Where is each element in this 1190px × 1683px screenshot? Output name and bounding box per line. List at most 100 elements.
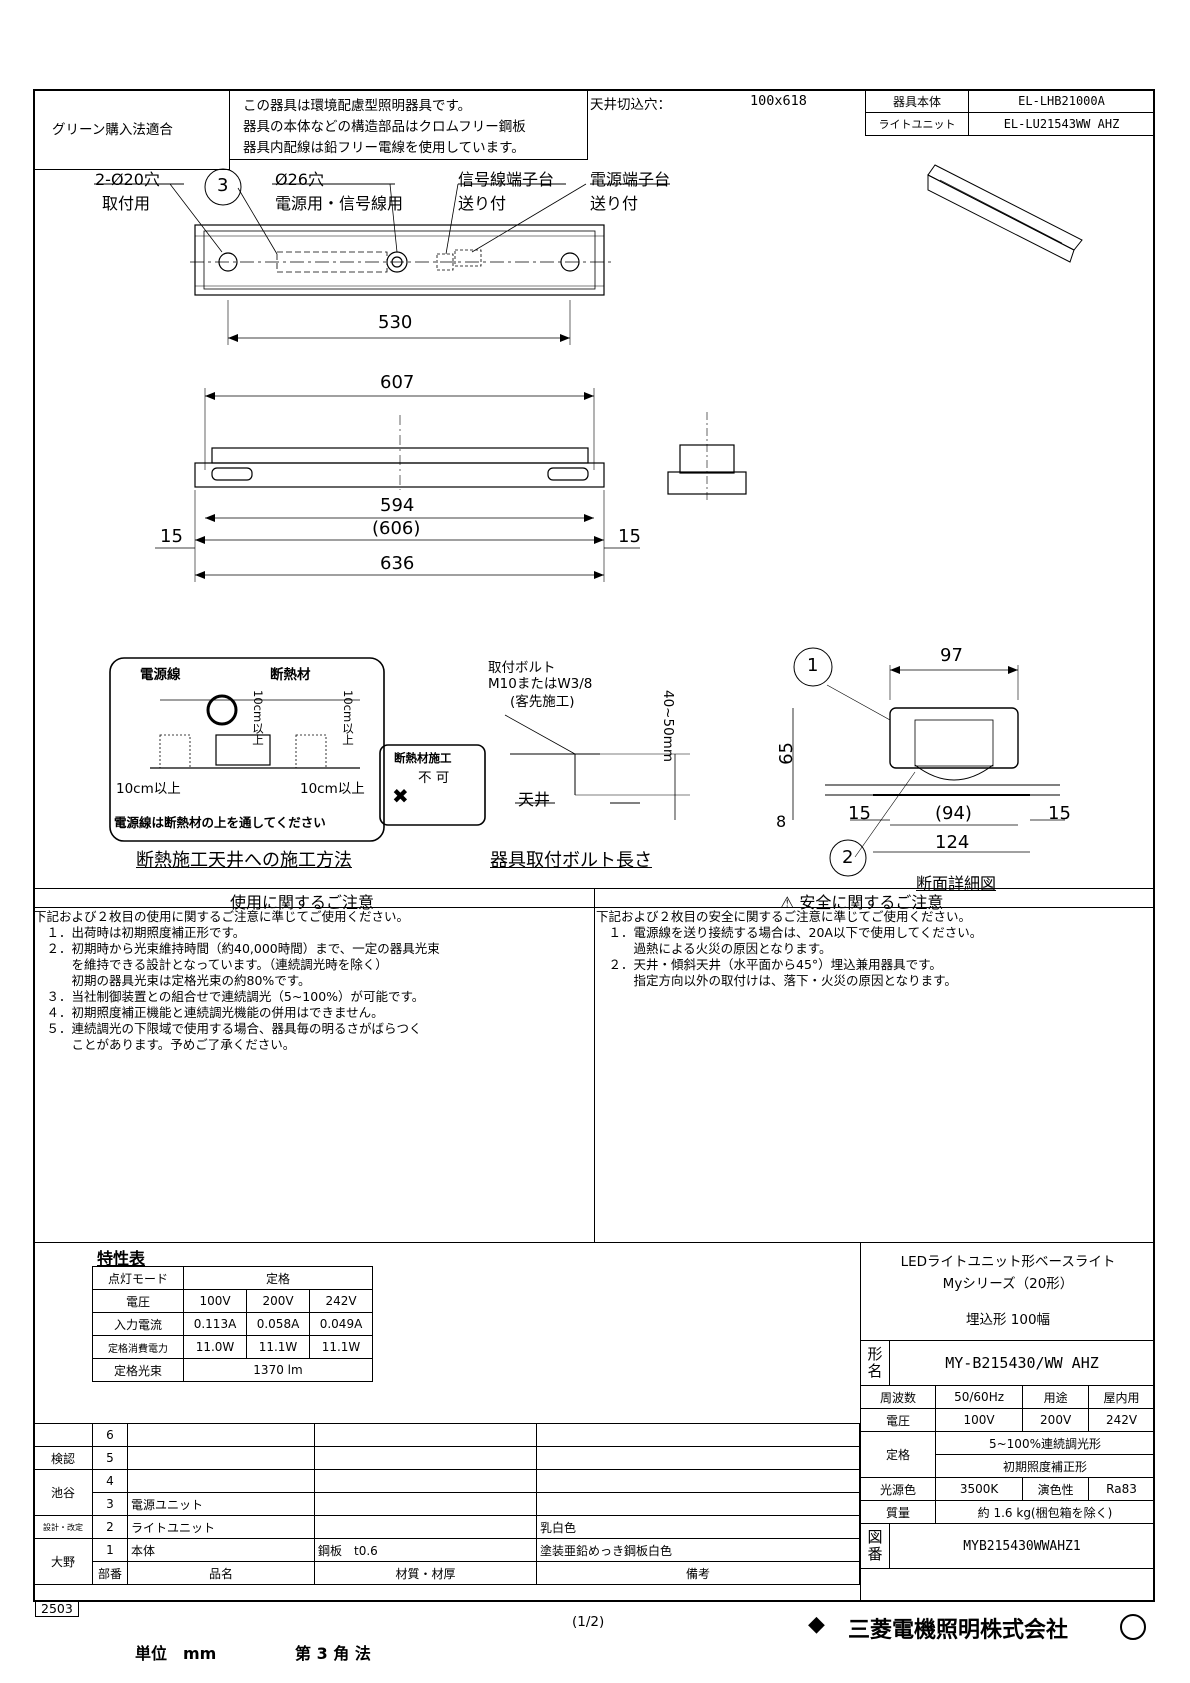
divider <box>33 1242 1155 1243</box>
sec-124: 124 <box>935 832 970 853</box>
dim-594: 594 <box>380 495 415 516</box>
dim-607: 607 <box>380 372 415 393</box>
spec-volt: 100V <box>183 1289 247 1313</box>
spec-current-label: 入力電流 <box>92 1312 184 1336</box>
sec-65: 65 <box>776 742 797 765</box>
hole26-label: Ø26穴 <box>275 170 324 189</box>
bolt-spec: M10またはW3/8 <box>488 676 593 692</box>
eco-cell <box>229 89 588 160</box>
green-purchase-label: グリーン購入法適合 <box>52 122 173 138</box>
safety-line: １．電源線を送り接続する場合は、20A以下で使用してください。 <box>596 925 983 940</box>
hole-right <box>560 252 580 272</box>
spec-power: 11.1W <box>246 1335 310 1359</box>
head-material: 材質・材厚 <box>314 1561 537 1585</box>
part-name <box>127 1469 315 1493</box>
insul-10cm-v1: 10cm以上 <box>251 690 265 746</box>
parts-left-cell <box>33 1423 93 1447</box>
power-terminal-sub: 送り付 <box>590 194 639 213</box>
part-material: 鋼板 t0.6 <box>314 1538 537 1562</box>
usage-line: ３．当社制御装置との組合せで連続調光（5~100%）が可能です。 <box>34 989 425 1004</box>
volt-value: 242V <box>1088 1408 1155 1432</box>
design-label: 設計・改定 <box>33 1515 93 1539</box>
dim-15-left: 15 <box>160 526 183 547</box>
approval-label: 検認 <box>33 1446 93 1470</box>
part-name <box>127 1446 315 1470</box>
usage-line: 初期の器具光束は定格光束の約80%です。 <box>34 973 311 988</box>
spec-power-label: 定格消費電力 <box>92 1335 184 1359</box>
part-no: 2 <box>92 1515 128 1539</box>
insul-power-line: 電源線 <box>140 667 181 683</box>
hole26-use: 電源用・信号線用 <box>275 194 404 213</box>
ceiling-cutout-value: 100x618 <box>750 93 807 109</box>
spec-mode-label: 点灯モード <box>92 1266 184 1290</box>
insul-ng-title: 断熱材施工 <box>394 751 452 765</box>
green-cell <box>33 89 230 170</box>
product-line3: 埋込形 100幅 <box>965 1312 1051 1328</box>
technical-drawing <box>94 164 1083 877</box>
part-note <box>536 1469 860 1493</box>
safety-line: 指定方向以外の取付けは、落下・火災の原因となります。 <box>596 973 957 988</box>
stamp-circle-icon <box>1120 1614 1146 1640</box>
spec-current: 0.058A <box>246 1312 310 1336</box>
model-label: 形名 <box>860 1340 890 1386</box>
spec-volt: 242V <box>309 1289 373 1313</box>
head-name: 品名 <box>127 1561 315 1585</box>
product-line1: LEDライトユニット形ベースライト <box>900 1254 1116 1270</box>
part-no: 1 <box>92 1538 128 1562</box>
checker-name: 池谷 <box>33 1469 93 1516</box>
dim-15-right: 15 <box>618 526 641 547</box>
circle3-label: 3 <box>217 175 229 196</box>
hole20-label: 2-Ø20穴 <box>95 170 160 189</box>
part-no: 5 <box>92 1446 128 1470</box>
part-material <box>314 1492 537 1516</box>
spec-title: 特性表 <box>97 1249 146 1268</box>
part-note: 塗装亜鉛めっき鋼板白色 <box>536 1538 860 1562</box>
weight-label: 質量 <box>860 1500 936 1524</box>
part-name <box>127 1423 315 1447</box>
dim-636: 636 <box>380 553 415 574</box>
freq-label: 周波数 <box>860 1385 936 1409</box>
drawing-no-label: 図番 <box>860 1523 890 1569</box>
spec-volt: 200V <box>246 1289 310 1313</box>
part-name: ライトユニット <box>127 1515 315 1539</box>
usage-line: ４．初期照度補正機能と連続調光機能の併用はできません。 <box>34 1005 384 1020</box>
hole20-use: 取付用 <box>102 194 151 213</box>
insul-10cm-h2: 10cm以上 <box>300 781 365 797</box>
part-no: 4 <box>92 1469 128 1493</box>
eco-notes: この器具は環境配慮型照明器具です。 器具の本体などの構造部品はクロムフリー鋼板 … <box>243 96 526 159</box>
product-line2: Myシリーズ（20形） <box>942 1276 1074 1292</box>
unit-label: ライトユニット <box>865 112 969 136</box>
cri-label: 演色性 <box>1022 1477 1090 1501</box>
eco-note: 器具内配線は鉛フリー電線を使用しています。 <box>243 140 525 156</box>
drawing-frame <box>33 89 1155 1602</box>
part-note: 乳白色 <box>536 1515 860 1539</box>
ceiling-label: 天井 <box>518 790 551 809</box>
rating-label: 定格 <box>860 1431 936 1478</box>
sec-15-right: 15 <box>1048 803 1071 824</box>
unit-value: EL-LU21543WW AHZ <box>968 112 1155 136</box>
bolt-customer: (客先施工) <box>510 694 575 710</box>
spec-current: 0.113A <box>183 1312 247 1336</box>
model-value: MY-B215430/WW AHZ <box>889 1340 1155 1386</box>
spec-power: 11.1W <box>309 1335 373 1359</box>
part-name: 電源ユニット <box>127 1492 315 1516</box>
eco-note: この器具は環境配慮型照明器具です。 <box>243 98 472 114</box>
color-value: 3500K <box>934 1477 1024 1501</box>
insul-10cm-v2: 10cm以上 <box>341 690 355 746</box>
insul-ng: 不 可 <box>418 770 450 786</box>
rating-2: 初期照度補正形 <box>934 1454 1156 1478</box>
part-note <box>536 1423 860 1447</box>
page-number: (1/2) <box>572 1614 605 1630</box>
safety-line: 過熱による火災の原因となります。 <box>596 941 832 956</box>
revision-code: 2503 <box>35 1600 79 1617</box>
insul-note: 電源線は断熱材の上を通してください <box>114 815 326 830</box>
bolt-length: 40~50mm <box>660 690 676 762</box>
hole-left <box>218 252 238 272</box>
part-material <box>314 1423 537 1447</box>
power-terminal-label: 電源端子台 <box>590 170 671 189</box>
part-note <box>536 1492 860 1516</box>
safety-title: ⚠ 安全に関するご注意 <box>780 893 944 912</box>
